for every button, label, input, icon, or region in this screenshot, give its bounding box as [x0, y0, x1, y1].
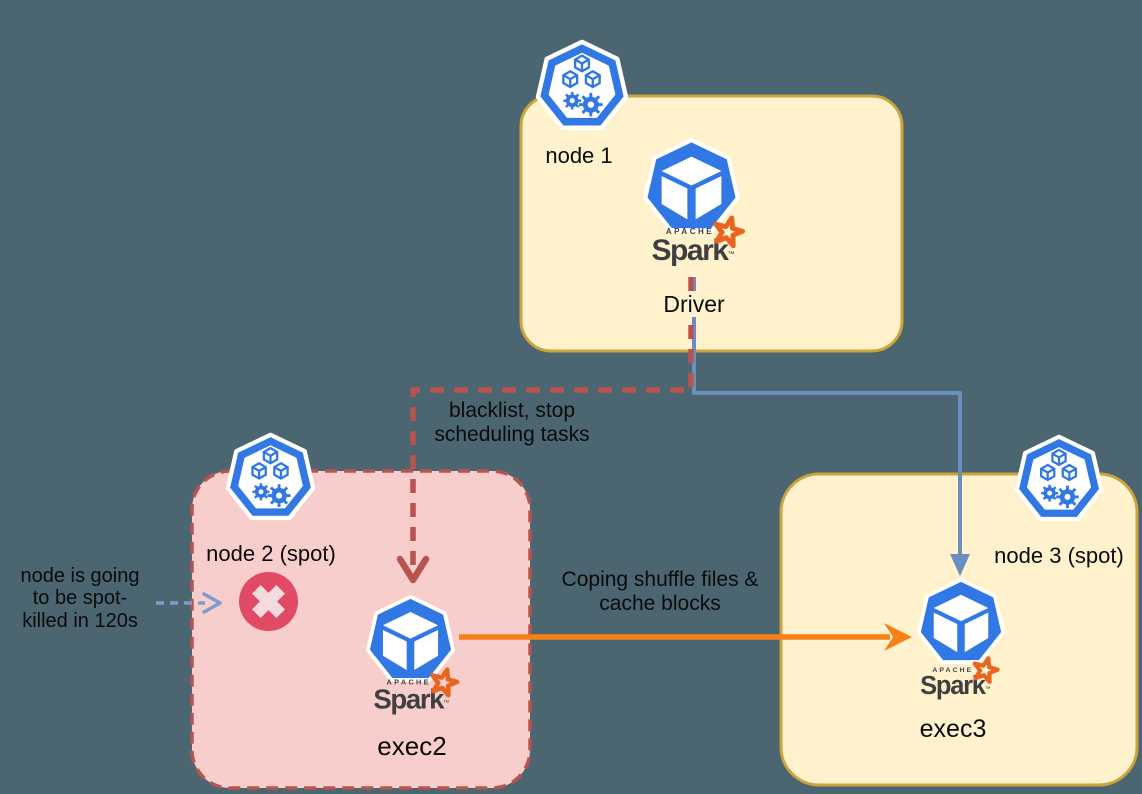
- spark-star-icon: [430, 667, 460, 698]
- gear-glyphs: [1041, 484, 1079, 509]
- kubernetes-node-icon: [1014, 434, 1104, 522]
- driver-to-exec2-blacklist-arrow: [396, 277, 694, 584]
- blacklist-annotation: blacklist, stop scheduling tasks: [434, 399, 590, 446]
- kubernetes-node-icon: [535, 39, 629, 130]
- spark-star-icon: [713, 215, 745, 248]
- kubernetes-node-icon: [225, 432, 316, 521]
- node3-label: node 3 (spot): [994, 543, 1124, 568]
- spark-apache-text: APACHE: [932, 666, 974, 674]
- exec3-label: exec3: [919, 715, 987, 743]
- node2-label: node 2 (spot): [206, 541, 336, 566]
- spark-logo: APACHE Spark™: [649, 215, 745, 279]
- exec2-to-exec3-copy-arrow: [459, 623, 912, 651]
- kubernetes-pod-icon: [365, 594, 456, 682]
- spark-apache-text: APACHE: [386, 678, 431, 687]
- spark-star-icon: [972, 656, 1000, 684]
- error-x-icon: [239, 572, 298, 631]
- spark-apache-text: APACHE: [665, 227, 715, 236]
- node1-label: node 1: [545, 143, 613, 168]
- kubernetes-pod-icon: [916, 577, 1006, 664]
- gear-glyphs: [563, 91, 603, 117]
- kubernetes-pod-icon: [643, 138, 740, 233]
- copy-shuffle-annotation: Coping shuffle files & cache blocks: [561, 568, 759, 615]
- spot-kill-arrow: [156, 592, 222, 614]
- node2-box: [190, 469, 532, 790]
- gear-glyphs: [252, 483, 291, 507]
- driver-label: Driver: [644, 291, 744, 318]
- exec2-label: exec2: [377, 731, 447, 761]
- spark-logo: APACHE Spark™: [371, 667, 460, 726]
- spark-logo: APACHE Spark™: [918, 656, 1000, 710]
- spot-kill-annotation: node is going to be spot- killed in 120s: [20, 565, 140, 632]
- driver-to-exec3-arrow: [692, 277, 970, 576]
